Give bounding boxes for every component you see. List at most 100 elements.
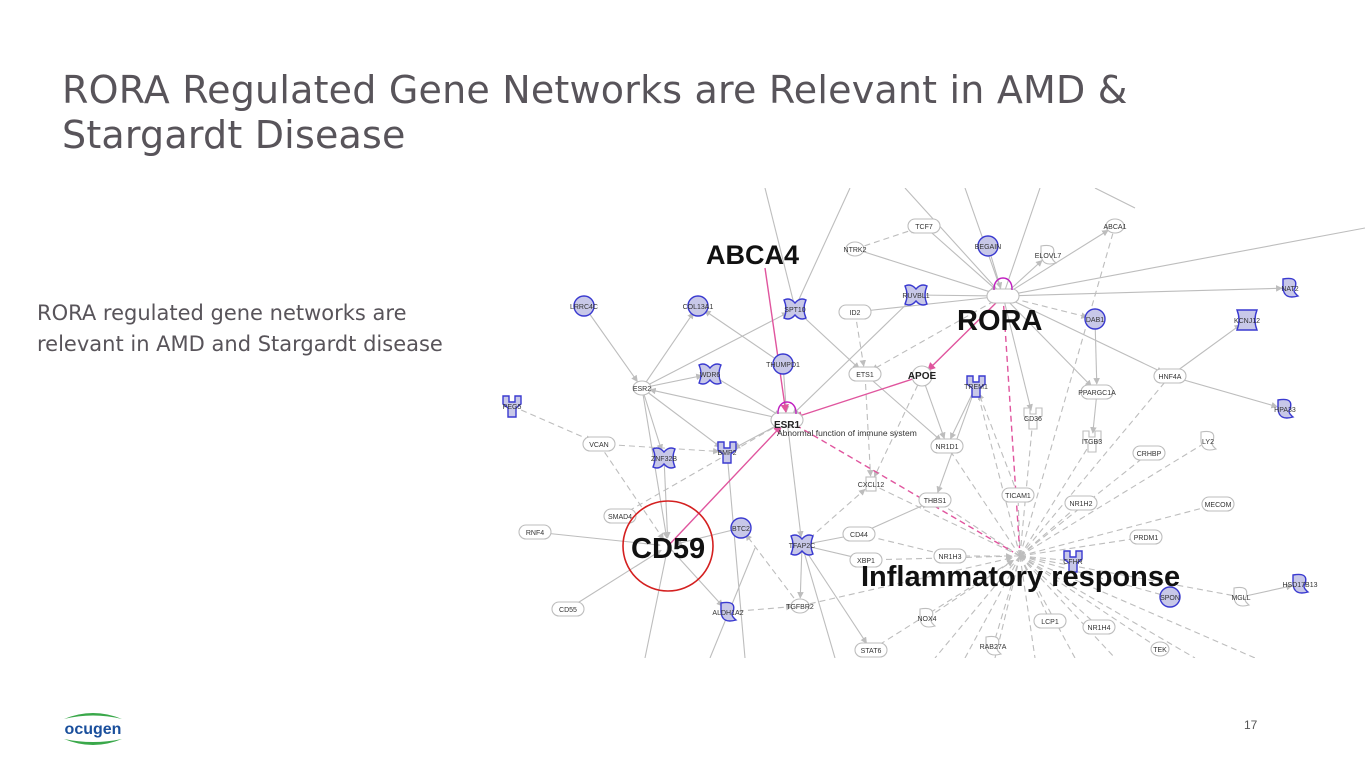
self-loop-icon xyxy=(993,277,1013,291)
edge xyxy=(641,312,789,389)
node-itgb3[interactable]: ITGB3 xyxy=(1082,430,1102,453)
node-cd36[interactable]: CD36 xyxy=(1023,407,1043,430)
node-rab27a[interactable]: RAB27A xyxy=(980,635,1007,656)
node-begain[interactable]: BEGAIN xyxy=(975,235,1001,257)
node-trem1[interactable]: TREM1 xyxy=(964,375,988,398)
node-elovl7[interactable]: ELOVL7 xyxy=(1035,244,1062,265)
pink-dashed-edge xyxy=(1002,295,1021,549)
node-mgll[interactable]: MGLL xyxy=(1231,586,1251,607)
edge xyxy=(801,544,836,658)
node-shape xyxy=(698,363,722,385)
node-shape xyxy=(933,548,967,564)
edge xyxy=(1169,324,1242,377)
node-hpa33[interactable]: HPA33 xyxy=(1274,398,1296,419)
node-nat2[interactable]: NAT2 xyxy=(1281,277,1300,298)
node-spon[interactable]: SPON xyxy=(1159,586,1181,608)
node-ruvbl1[interactable]: RUVBL1 xyxy=(902,284,930,306)
node-label: NR1H4 xyxy=(1088,625,1111,632)
node-cd55[interactable]: CD55 xyxy=(551,601,585,617)
node-label: TREM1 xyxy=(964,384,988,391)
node-crhbp[interactable]: CRHBP xyxy=(1132,445,1166,461)
node-znf32b[interactable]: ZNF32B xyxy=(651,447,677,469)
node-esr1[interactable]: ESR1 xyxy=(770,401,804,431)
node-kcnj12[interactable]: KCNJ12 xyxy=(1234,309,1260,331)
node-peg5[interactable]: PEG5 xyxy=(502,395,522,418)
node-tek[interactable]: TEK xyxy=(1150,641,1170,657)
node-hsd17b13[interactable]: HSD17B13 xyxy=(1282,573,1318,594)
node-label: BEGAIN xyxy=(975,244,1001,251)
node-esr2[interactable]: ESR2 xyxy=(632,380,652,396)
node-hnf4a[interactable]: HNF4A xyxy=(1153,368,1187,384)
node-shape xyxy=(1150,641,1170,657)
node-shape xyxy=(720,601,738,622)
node-aldh1a2[interactable]: ALDH1A2 xyxy=(712,601,744,622)
node-label: ID2 xyxy=(850,310,861,317)
inflammatory-edge xyxy=(1019,555,1094,623)
node-bmp2[interactable]: BMP2 xyxy=(717,441,737,464)
inflammatory-edge xyxy=(1019,555,1234,597)
inflammatory-edge xyxy=(1017,502,1021,557)
node-stat6[interactable]: STAT6 xyxy=(854,642,888,658)
node-tfap2c[interactable]: TFAP2C xyxy=(789,534,815,556)
node-abca1[interactable]: ABCA1 xyxy=(1104,218,1127,234)
node-rora[interactable] xyxy=(986,277,1020,304)
node-apoe[interactable]: APOE xyxy=(908,365,937,387)
callout-rora: RORA xyxy=(957,305,1042,337)
node-label: ELOVL7 xyxy=(1035,253,1062,260)
node-nr1d1[interactable]: NR1D1 xyxy=(930,438,964,454)
node-col13a1[interactable]: COL13A1 xyxy=(683,295,714,317)
node-smad4[interactable]: SMAD4 xyxy=(603,508,637,524)
node-wdr6[interactable]: WDR6 xyxy=(698,363,722,385)
edge xyxy=(794,188,851,309)
node-nr1h4[interactable]: NR1H4 xyxy=(1082,619,1116,635)
node-vcan[interactable]: VCAN xyxy=(582,436,616,452)
node-label: CD44 xyxy=(850,532,868,539)
node-xbp1[interactable]: XBP1 xyxy=(849,552,883,568)
node-btc2[interactable]: BTC2 xyxy=(730,517,752,539)
node-nox4[interactable]: NOX4 xyxy=(917,607,937,628)
node-ets1[interactable]: ETS1 xyxy=(848,366,882,382)
node-shape xyxy=(1082,619,1116,635)
node-thumpd1[interactable]: THUMPD1 xyxy=(766,353,800,375)
node-mecom[interactable]: MECOM xyxy=(1201,496,1235,512)
node-shape xyxy=(790,534,814,556)
node-shape xyxy=(1153,368,1187,384)
node-spt10[interactable]: SPT10 xyxy=(783,298,807,320)
node-ntrk2[interactable]: NTRK2 xyxy=(844,241,867,257)
inflammatory-edge xyxy=(1019,233,1114,557)
edge xyxy=(923,225,998,292)
node-id2[interactable]: ID2 xyxy=(838,304,872,320)
node-cfhr[interactable]: CFHR xyxy=(1063,550,1083,573)
inflammatory-edge xyxy=(1019,555,1036,658)
node-cxcl12[interactable]: CXCL12 xyxy=(858,476,885,492)
node-cd44[interactable]: CD44 xyxy=(842,526,876,542)
node-ppargc1a[interactable]: PPARGC1A xyxy=(1078,384,1116,400)
node-tcf7[interactable]: TCF7 xyxy=(907,218,941,234)
node-thbs1[interactable]: THBS1 xyxy=(918,492,952,508)
node-nr1h3[interactable]: NR1H3 xyxy=(933,548,967,564)
edge xyxy=(792,294,917,415)
node-dab1[interactable]: DAB1 xyxy=(1084,308,1106,330)
node-shape xyxy=(1064,495,1098,511)
node-label: PPARGC1A xyxy=(1078,390,1116,397)
node-label: LRRC4C xyxy=(570,304,598,311)
node-label: BMP2 xyxy=(717,450,736,457)
node-ticam1[interactable]: TICAM1 xyxy=(1001,487,1035,503)
inflammatory-edge xyxy=(1019,381,1166,557)
node-rnf4[interactable]: RNF4 xyxy=(518,524,552,540)
node-shape xyxy=(842,526,876,542)
node-label: RNF4 xyxy=(526,530,544,537)
edge xyxy=(854,248,997,295)
node-lrrc4c[interactable]: LRRC4C xyxy=(570,295,598,317)
pink-edge xyxy=(764,267,789,413)
inflammatory-edge xyxy=(950,452,1021,557)
node-prdm1[interactable]: PRDM1 xyxy=(1129,529,1163,545)
node-tgfbr2[interactable]: TGFBR2 xyxy=(786,598,814,614)
node-label: BTC2 xyxy=(732,526,750,533)
node-shape xyxy=(551,601,585,617)
node-lcp1[interactable]: LCP1 xyxy=(1033,613,1067,629)
node-nr1h2[interactable]: NR1H2 xyxy=(1064,495,1098,511)
node-ly2[interactable]: LY2 xyxy=(1200,430,1218,451)
node-shape xyxy=(845,241,865,257)
